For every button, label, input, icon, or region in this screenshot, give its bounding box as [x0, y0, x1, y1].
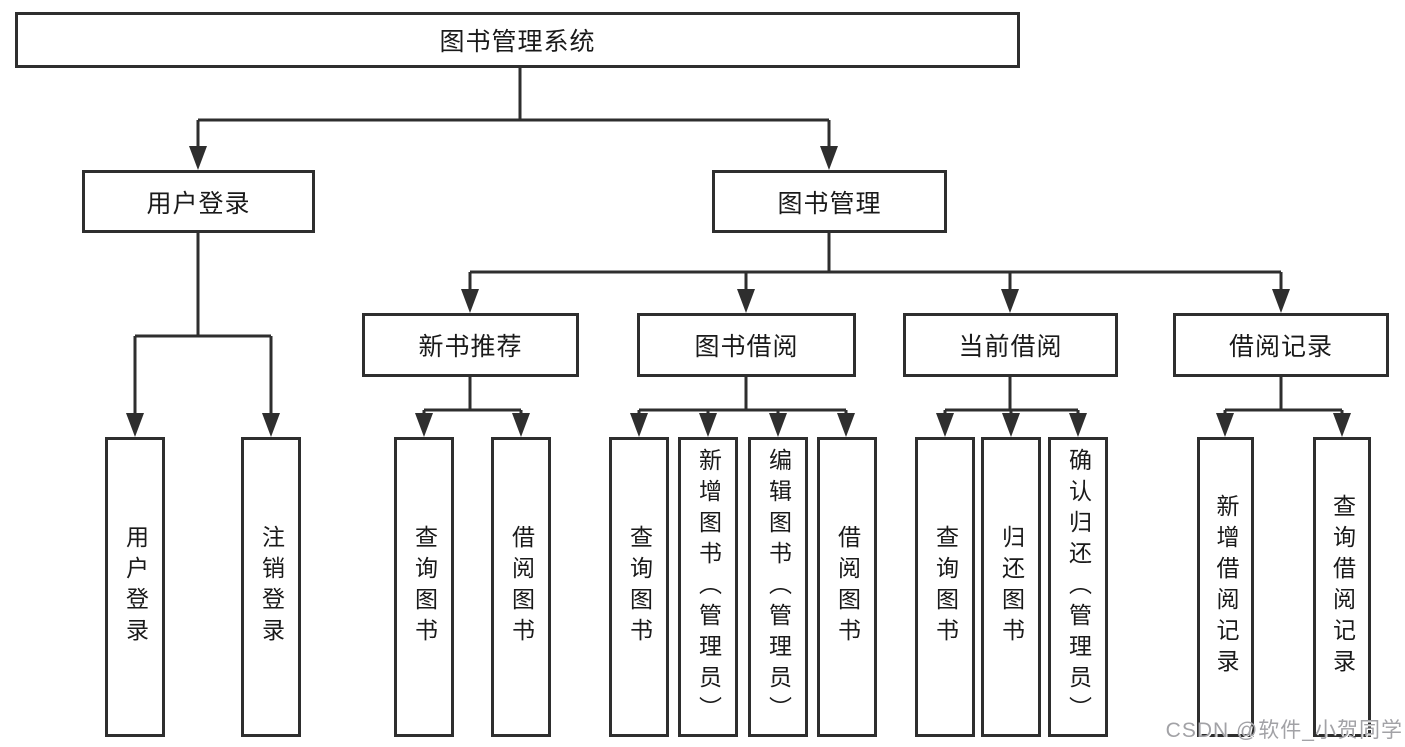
leaf-query-books-borrow: 查询图书: [609, 437, 669, 737]
node-new-book-recommend: 新书推荐: [362, 313, 579, 377]
node-label: 查询图书: [411, 525, 438, 649]
node-label: 新增图书（管理员）: [695, 447, 722, 727]
node-label: 当前借阅: [958, 333, 1063, 361]
leaf-confirm-return-admin: 确认归还（管理员）: [1048, 437, 1108, 737]
node-label: 借阅记录: [1228, 333, 1333, 361]
node-label: 用户登录: [146, 189, 251, 218]
node-label: 借阅图书: [508, 525, 535, 649]
node-book-borrow: 图书借阅: [637, 313, 856, 377]
node-label: 查询图书: [626, 525, 653, 649]
node-label: 编辑图书（管理员）: [765, 447, 792, 727]
leaf-user-login: 用户登录: [105, 437, 165, 737]
node-borrow-records: 借阅记录: [1173, 313, 1389, 377]
node-label: 新增借阅记录: [1213, 494, 1239, 680]
node-label: 查询借阅记录: [1329, 494, 1356, 680]
node-label: 新书推荐: [418, 333, 523, 361]
leaf-add-borrow-record: 新增借阅记录: [1197, 437, 1254, 737]
leaf-add-books-admin: 新增图书（管理员）: [678, 437, 738, 737]
node-book-management: 图书管理: [712, 170, 947, 233]
leaf-borrow-books: 借阅图书: [817, 437, 877, 737]
node-current-borrow: 当前借阅: [903, 313, 1118, 377]
leaf-query-borrow-record: 查询借阅记录: [1313, 437, 1371, 737]
node-label: 用户登录: [122, 525, 149, 649]
node-label: 查询图书: [932, 525, 959, 649]
node-label: 图书管理系统: [439, 28, 596, 56]
leaf-query-books-recommend: 查询图书: [394, 437, 454, 737]
node-label: 注销登录: [258, 525, 285, 649]
node-label: 确认归还（管理员）: [1065, 447, 1092, 727]
csdn-watermark: CSDN @软件_小贺同学: [1165, 719, 1403, 742]
node-label: 借阅图书: [834, 525, 861, 649]
leaf-query-books-current: 查询图书: [915, 437, 975, 737]
leaf-logout: 注销登录: [241, 437, 301, 737]
node-library-system: 图书管理系统: [15, 12, 1020, 68]
node-label: 图书借阅: [694, 333, 799, 361]
leaf-edit-books-admin: 编辑图书（管理员）: [748, 437, 808, 737]
leaf-return-books: 归还图书: [981, 437, 1041, 737]
node-label: 归还图书: [998, 525, 1025, 649]
node-label: 图书管理: [777, 189, 882, 218]
leaf-borrow-books-recommend: 借阅图书: [491, 437, 551, 737]
node-user-login: 用户登录: [82, 170, 315, 233]
